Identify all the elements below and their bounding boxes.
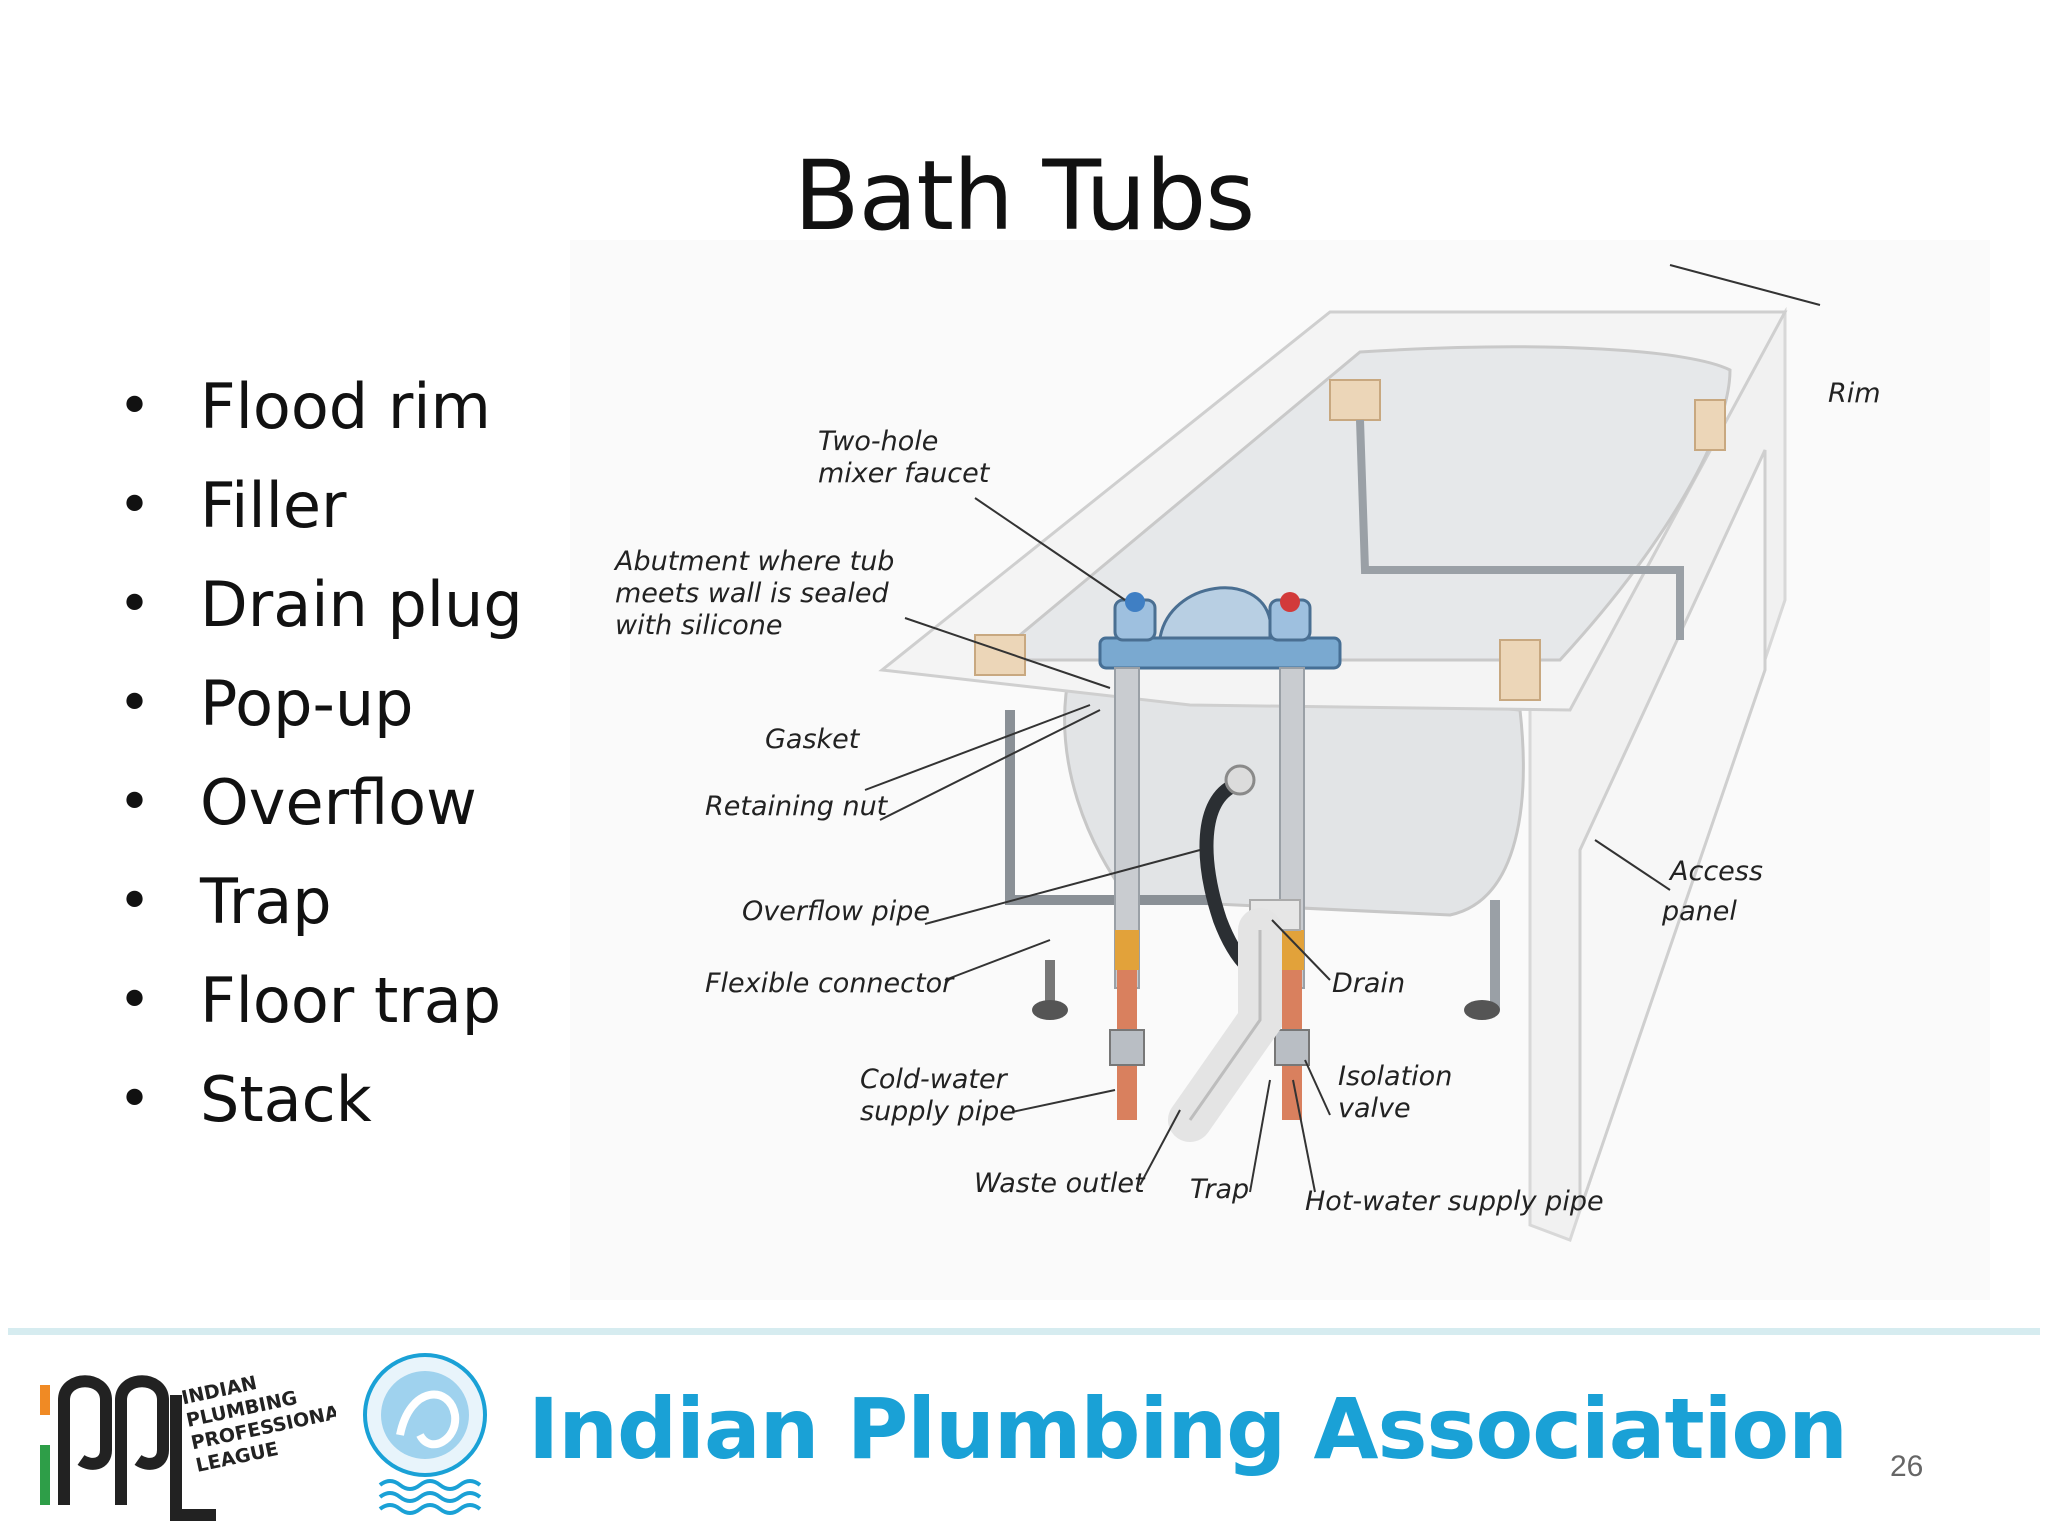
isolation-valve-cold bbox=[1109, 1029, 1145, 1066]
label-hot-water: Hot-water supply pipe bbox=[1305, 1186, 1604, 1217]
ippl-logo-green-bar bbox=[40, 1445, 50, 1505]
label-rim: Rim bbox=[1828, 378, 1881, 409]
support-block bbox=[974, 634, 1026, 676]
tub-leg-foot bbox=[1464, 1000, 1500, 1020]
bullet-item: Trap bbox=[118, 863, 523, 962]
faucet-base bbox=[1098, 636, 1342, 670]
bullet-item: Floor trap bbox=[118, 962, 523, 1061]
ippl-logo-orange-bar bbox=[40, 1385, 50, 1415]
label-waste-outlet: Waste outlet bbox=[974, 1168, 1146, 1199]
label-abutment-line3: with silicone bbox=[615, 610, 783, 641]
ippl-logo: INDIAN PLUMBING PROFESSIONALS LEAGUE bbox=[40, 1372, 336, 1521]
support-block bbox=[1499, 639, 1541, 701]
footer-divider bbox=[8, 1328, 2040, 1335]
tub-leg bbox=[1045, 960, 1055, 1005]
frame-pipe bbox=[1005, 710, 1220, 905]
tub-leg-foot bbox=[1032, 1000, 1068, 1020]
support-block bbox=[1329, 379, 1381, 421]
label-flexible-connector: Flexible connector bbox=[705, 968, 955, 999]
label-drain: Drain bbox=[1332, 968, 1405, 999]
trap-outline bbox=[1188, 930, 1262, 1121]
label-gasket: Gasket bbox=[765, 724, 861, 755]
label-cold-water-line1: Cold-water bbox=[860, 1064, 1009, 1095]
slide-title: Bath Tubs bbox=[793, 140, 1256, 252]
hot-indicator bbox=[1280, 592, 1300, 612]
ipa-seal-mark bbox=[396, 1390, 460, 1449]
page-number: 26 bbox=[1890, 1450, 1924, 1483]
label-isolation-line1: Isolation bbox=[1338, 1061, 1452, 1092]
connector-fitting bbox=[1115, 930, 1139, 970]
ipa-seal-logo bbox=[363, 1353, 487, 1515]
access-panel-inner bbox=[1578, 449, 1767, 1211]
label-retaining-nut: Retaining nut bbox=[705, 791, 889, 822]
cold-indicator bbox=[1125, 592, 1145, 612]
bullet-item: Stack bbox=[118, 1061, 523, 1160]
bullet-list: Flood rim Filler Drain plug Pop-up Overf… bbox=[118, 368, 523, 1160]
label-access-line2: panel bbox=[1661, 896, 1737, 927]
isolation-valve-hot bbox=[1274, 1029, 1310, 1066]
overflow-outlet bbox=[1224, 764, 1256, 796]
bullet-item: Pop-up bbox=[118, 665, 523, 764]
label-overflow-pipe: Overflow pipe bbox=[742, 896, 930, 927]
label-access-line1: Access bbox=[1668, 856, 1763, 887]
label-isolation-line2: valve bbox=[1338, 1093, 1411, 1124]
label-faucet-line1: Two-hole bbox=[818, 426, 938, 457]
ippl-logo-mark bbox=[58, 1375, 112, 1505]
ippl-logo-mark bbox=[170, 1395, 216, 1521]
label-cold-water-line2: supply pipe bbox=[860, 1096, 1016, 1127]
support-block bbox=[1694, 399, 1726, 451]
label-faucet-line2: mixer faucet bbox=[818, 458, 991, 489]
ipa-seal-waves bbox=[378, 1479, 482, 1515]
ippl-logo-mark bbox=[115, 1375, 169, 1505]
ippl-logo-text: INDIAN PLUMBING PROFESSIONALS LEAGUE bbox=[180, 1372, 336, 1477]
bullet-item: Filler bbox=[118, 467, 523, 566]
label-abutment-line2: meets wall is sealed bbox=[615, 578, 889, 609]
frame-pipe bbox=[1356, 419, 1684, 640]
bathtub-diagram: Rim Two-hole mixer faucet Abutment where… bbox=[570, 240, 1990, 1300]
bullet-item: Flood rim bbox=[118, 368, 523, 467]
leader-lines bbox=[864, 264, 1821, 1193]
label-trap: Trap bbox=[1190, 1174, 1249, 1205]
organization-name: Indian Plumbing Association bbox=[528, 1380, 1848, 1478]
label-abutment-line1: Abutment where tub bbox=[613, 546, 894, 577]
bullet-item: Overflow bbox=[118, 764, 523, 863]
bullet-item: Drain plug bbox=[118, 566, 523, 665]
